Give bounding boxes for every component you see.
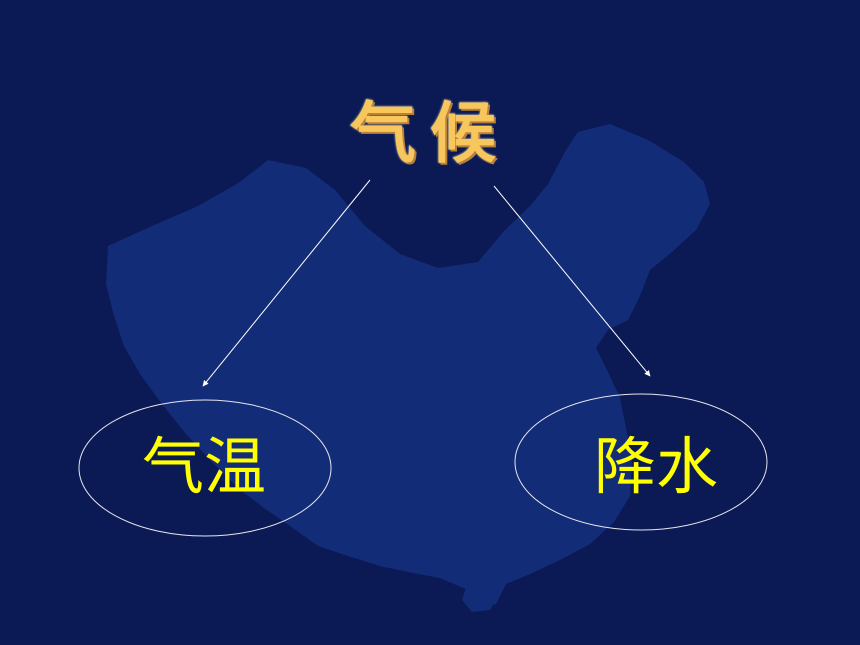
left-node-ellipse [78, 399, 332, 537]
china-map-shape [106, 124, 710, 608]
arrow-to-right-node [493, 185, 651, 377]
island-shape [462, 584, 498, 612]
node-label-precipitation: 降水 [593, 430, 718, 503]
node-label-temperature: 气温 [141, 430, 266, 503]
right-node-ellipse [514, 393, 768, 531]
arrow-to-left-node [202, 179, 371, 387]
diagram-title: 气候 [350, 94, 510, 172]
